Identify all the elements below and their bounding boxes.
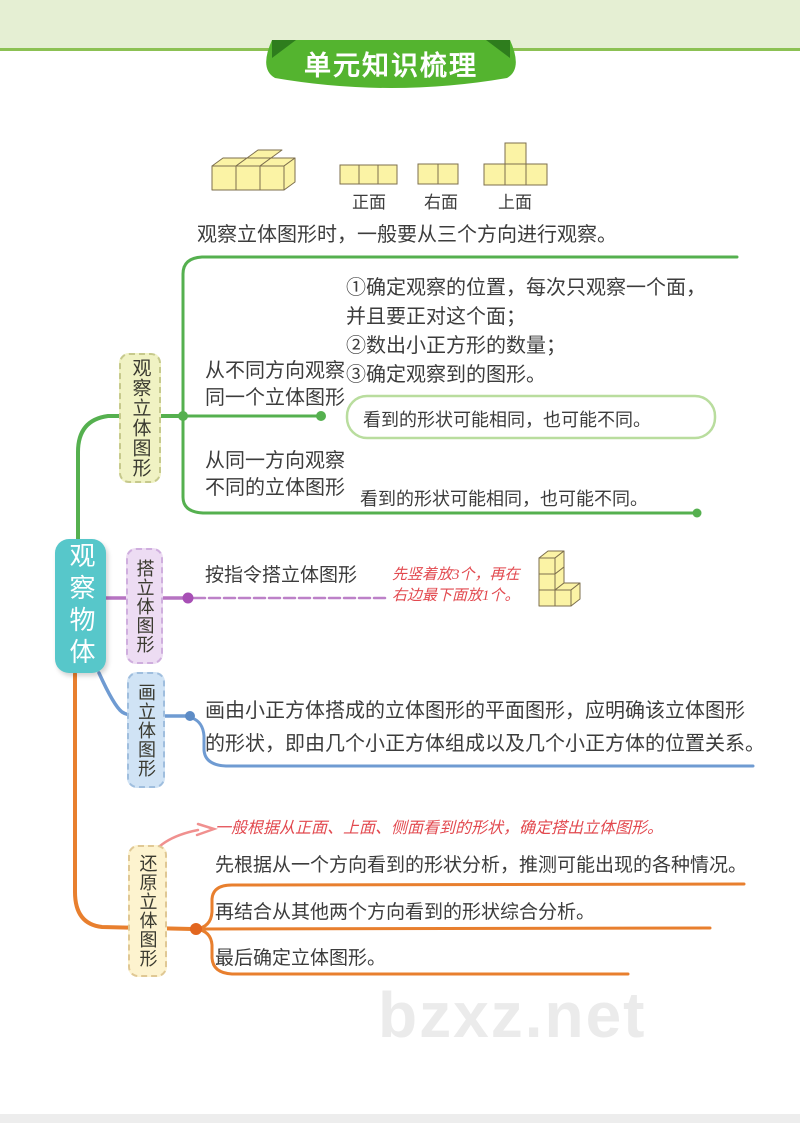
draw-paragraph-line1: 画由小正方体搭成的立体图形的平面图形，应明确该立体图形 <box>205 700 745 722</box>
observe-steps-list: ①确定观察的位置，每次只观察一个面， 并且要正对这个面； ②数出小正方形的数量；… <box>346 274 706 390</box>
build-red-note-line2: 右边最下面放1个。 <box>392 588 520 604</box>
restore-red-note: 一般根据从正面、上面、侧面看到的形状，确定搭出立体图形。 <box>215 820 664 837</box>
build-red-note-line1: 先竖着放3个，再在 <box>392 567 520 583</box>
child-diff-direction-label: 从不同方向观察 同一个立体图形 <box>205 358 345 412</box>
child-same-direction-line2: 不同的立体图形 <box>205 477 345 499</box>
view-right-figure <box>417 163 459 185</box>
intro-sentence: 观察立体图形时，一般要从三个方向进行观察。 <box>197 224 617 246</box>
same-direction-result: 看到的形状可能相同，也可能不同。 <box>360 489 648 509</box>
view-top-label: 上面 <box>498 193 532 212</box>
draw-paragraph-line2: 的形状，即由几个小正方体组成以及几个小正方体的位置关系。 <box>205 733 765 755</box>
root-node: 观察物体 <box>55 539 106 673</box>
branch-label-draw: 画立体图形 <box>127 672 165 788</box>
watermark: bzxz.net <box>378 979 647 1051</box>
observe-step-1: ①确定观察的位置，每次只观察一个面， <box>346 277 706 299</box>
diff-direction-result: 看到的形状可能相同，也可能不同。 <box>363 410 651 430</box>
restore-step-2: 再结合从其他两个方向看到的形状综合分析。 <box>215 902 596 923</box>
child-same-direction-line1: 从同一方向观察 <box>205 450 345 472</box>
banner-title: 单元知识梳理 <box>304 50 478 81</box>
child-diff-direction-line1: 从不同方向观察 <box>205 360 345 382</box>
view-front-label: 正面 <box>352 193 386 212</box>
banner-ribbon: 单元知识梳理 <box>266 40 516 88</box>
cube-figure-l-shape <box>538 550 581 607</box>
branch-label-observe: 观察立体图形 <box>119 353 161 483</box>
build-child-label: 按指令搭立体图形 <box>205 565 358 586</box>
child-same-direction-label: 从同一方向观察 不同的立体图形 <box>205 448 345 502</box>
draw-paragraph: 画由小正方体搭成的立体图形的平面图形，应明确该立体图形 的形状，即由几个小正方体… <box>205 695 765 761</box>
cube-figure-3d <box>211 149 296 191</box>
branch-label-restore: 还原立体图形 <box>128 845 167 977</box>
view-right-label: 右面 <box>424 193 458 212</box>
observe-step-2: 并且要正对这个面； <box>346 306 526 328</box>
restore-step-1: 先根据从一个方向看到的形状分析，推测可能出现的各种情况。 <box>215 855 748 876</box>
branch-label-build: 搭立体图形 <box>126 548 163 664</box>
child-diff-direction-line2: 同一个立体图形 <box>205 387 345 409</box>
build-red-note: 先竖着放3个，再在 右边最下面放1个。 <box>392 565 520 607</box>
observe-step-4: ③确定观察到的图形。 <box>346 364 546 386</box>
footer-strip <box>0 1114 800 1123</box>
restore-step-3: 最后确定立体图形。 <box>215 948 387 969</box>
view-top-figure <box>483 142 548 186</box>
observe-step-3: ②数出小正方形的数量； <box>346 335 566 357</box>
view-front-figure <box>339 164 398 185</box>
